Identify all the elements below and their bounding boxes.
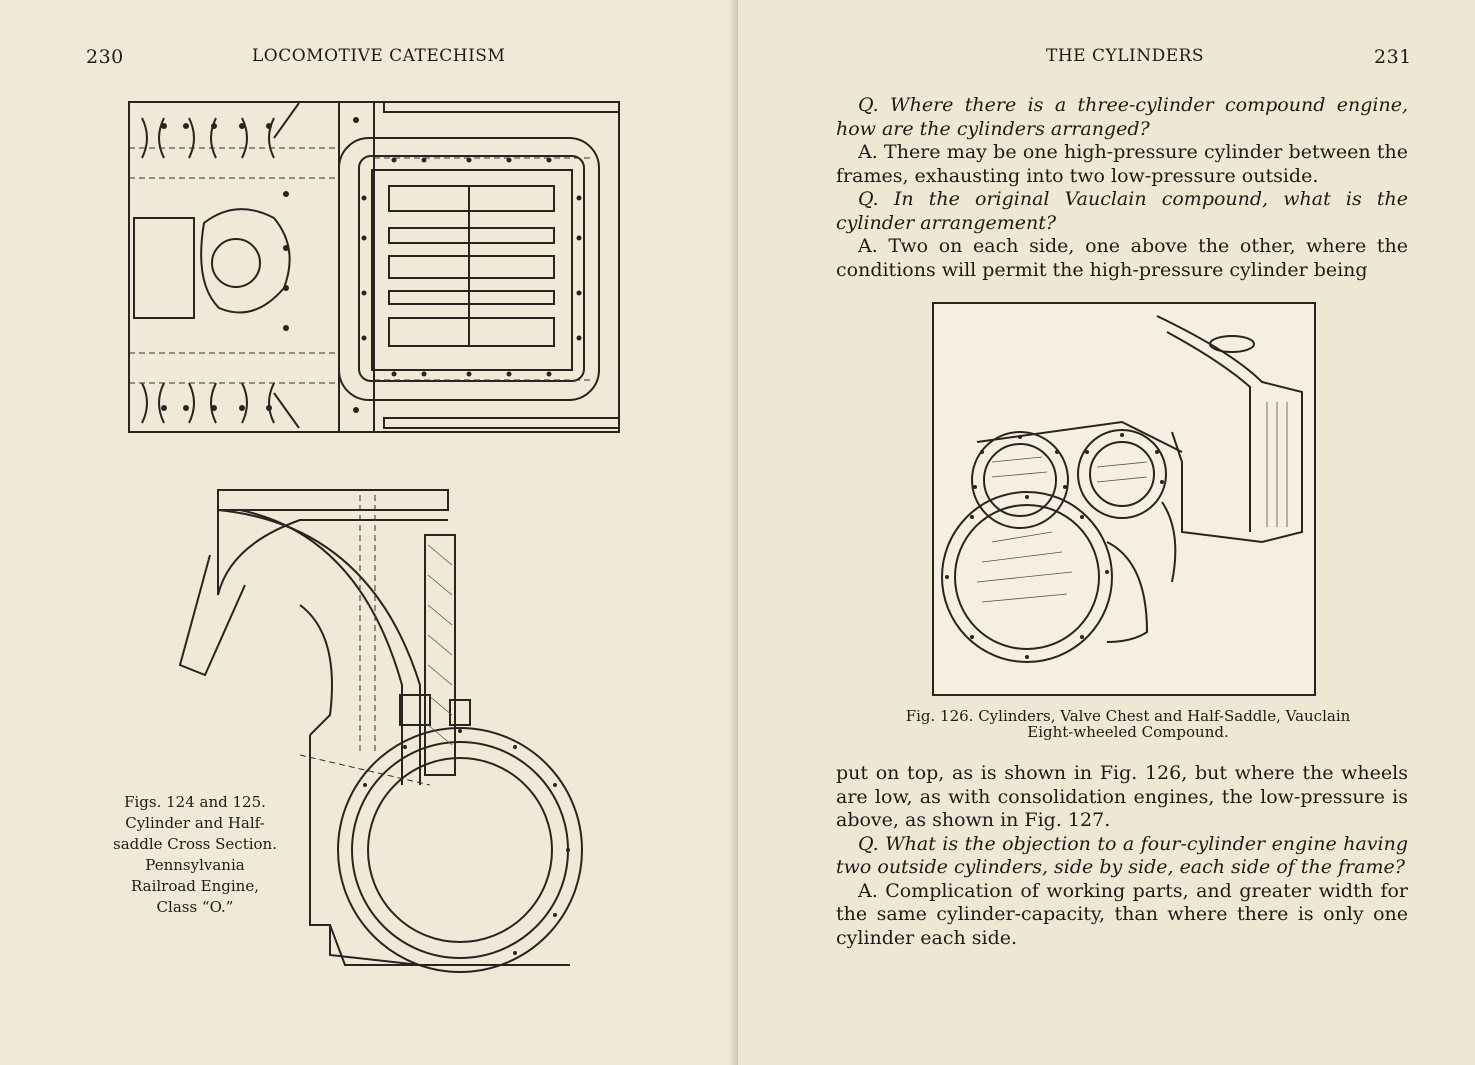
caption-line: saddle Cross Section. [113,835,277,853]
caption-line: Cylinder and Half- [125,814,265,832]
answer-2-continued: put on top, as is shown in Fig. 126, but… [836,762,1408,831]
left-page: 230 LOCOMOTIVE CATECHISM [86,46,620,973]
fig-125-cross-section-drawing [178,489,583,973]
answer-2-start: A. Two on each side, one above the other… [836,235,1408,281]
right-page: THE CYLINDERS 231 Q. Where there is a th… [738,0,1475,1065]
fig-126-caption-line-2: Eight-wheeled Compound. [1027,723,1229,741]
answer-1: A. There may be one high-pressure cylind… [836,141,1408,187]
caption-line: Class “O.” [156,898,234,916]
caption-line: Figs. 124 and 125. [124,793,266,811]
answer-3: A. Complication of working parts, and gr… [836,879,1408,949]
fig-126-caption-line-1: Fig. 126. Cylinders, Valve Chest and Hal… [905,707,1351,725]
fig-126-cylinders-illustration [932,302,1316,696]
right-page-number: 231 [1374,46,1412,68]
bottom-text-block: put on top, as is shown in Fig. 126, but… [836,762,1408,950]
left-page-number: 230 [86,46,124,68]
top-text-block: Q. Where there is a three-cylinder compo… [836,94,1408,282]
left-running-head: LOCOMOTIVE CATECHISM [252,46,506,66]
right-running-head: THE CYLINDERS [1046,46,1205,66]
question-2: Q. In the original Vauclain compound, wh… [836,188,1408,234]
question-1: Q. Where there is a three-cylinder compo… [836,94,1408,140]
figs-124-125-caption: Figs. 124 and 125. Cylinder and Half- sa… [95,792,295,918]
caption-line: Pennsylvania [145,856,245,874]
fig-124-plan-drawing [128,101,620,433]
question-3: Q. What is the objection to a four-cylin… [836,832,1408,879]
fig-126-caption: Fig. 126. Cylinders, Valve Chest and Hal… [848,708,1408,740]
caption-line: Railroad Engine, [130,877,259,895]
